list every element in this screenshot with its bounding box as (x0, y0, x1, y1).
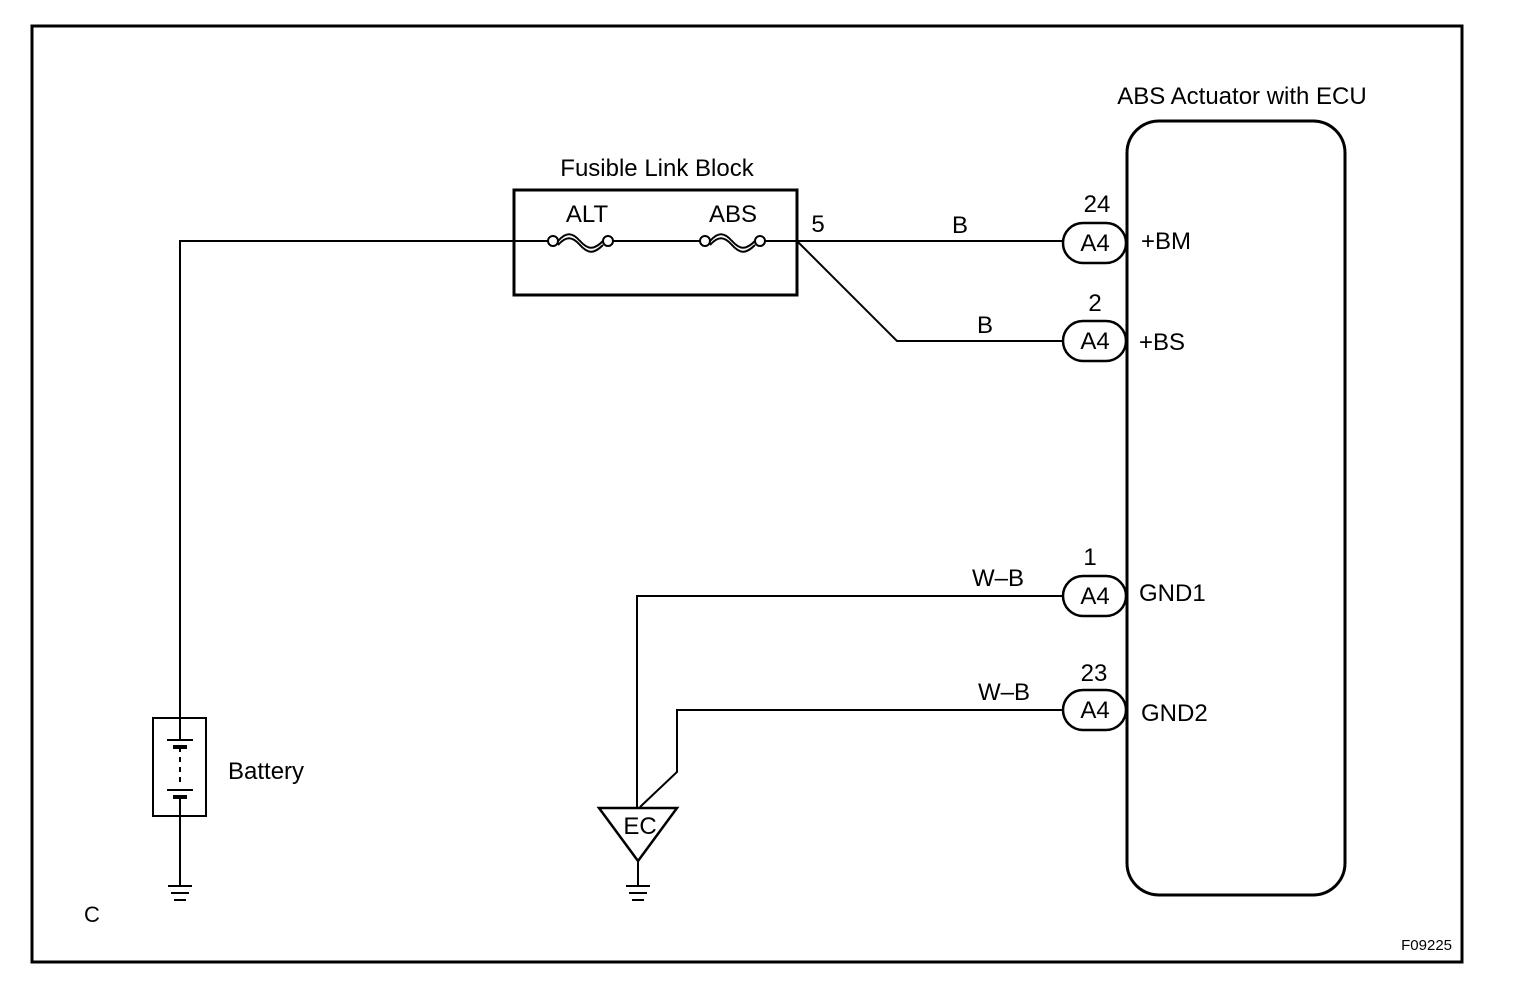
connector-bm: A4 24 +BM (1061, 191, 1191, 265)
fuse-alt-icon (547, 233, 614, 253)
battery-icon (152, 717, 207, 817)
corner-letter: C (84, 902, 100, 927)
connector-bm-pin: 24 (1084, 191, 1111, 218)
wire-bs-color-label: B (977, 312, 993, 339)
ground-point-ec-icon (596, 806, 680, 901)
fusible-link-block-title: Fusible Link Block (560, 155, 754, 182)
fuse-abs-icon (699, 233, 766, 253)
battery-supply-wire (179, 240, 552, 718)
connector-bs-terminal: +BS (1139, 329, 1185, 356)
wire-gnd2 (639, 709, 1063, 808)
fuse-alt-label: ALT (566, 201, 609, 228)
connector-gnd1-id: A4 (1080, 583, 1109, 610)
connector-gnd2: A4 23 GND2 (1061, 660, 1208, 732)
figure-code: F09225 (1401, 937, 1452, 954)
connector-bs: A4 2 +BS (1061, 290, 1185, 363)
connector-bs-pin: 2 (1088, 290, 1101, 317)
connector-gnd2-pin: 23 (1081, 660, 1108, 687)
fuse-block-terminal-label: 5 (811, 211, 824, 238)
fusible-link-block (512, 188, 799, 297)
connector-bm-id: A4 (1080, 230, 1109, 257)
connector-gnd1-pin: 1 (1083, 544, 1096, 571)
wire-gnd1-color-label: W–B (972, 565, 1024, 592)
connector-gnd1-terminal: GND1 (1139, 580, 1206, 607)
wire-bs (796, 240, 1063, 342)
ground-point-label: EC (623, 813, 656, 840)
connector-gnd2-terminal: GND2 (1141, 700, 1208, 727)
battery-label: Battery (228, 758, 304, 785)
wire-gnd1 (636, 595, 1063, 807)
wire-gnd2-color-label: W–B (978, 679, 1030, 706)
connector-gnd2-id: A4 (1080, 697, 1109, 724)
connector-bs-id: A4 (1080, 328, 1109, 355)
ecu-box (1125, 119, 1347, 897)
fuse-abs-label: ABS (709, 201, 757, 228)
connector-bm-terminal: +BM (1141, 228, 1191, 255)
connector-gnd1: A4 1 GND1 (1061, 544, 1206, 618)
ecu-title: ABS Actuator with ECU (1117, 83, 1366, 110)
wire-bm-color-label: B (952, 212, 968, 239)
diagram-frame (30, 24, 1464, 964)
battery-ground-icon (168, 885, 192, 901)
